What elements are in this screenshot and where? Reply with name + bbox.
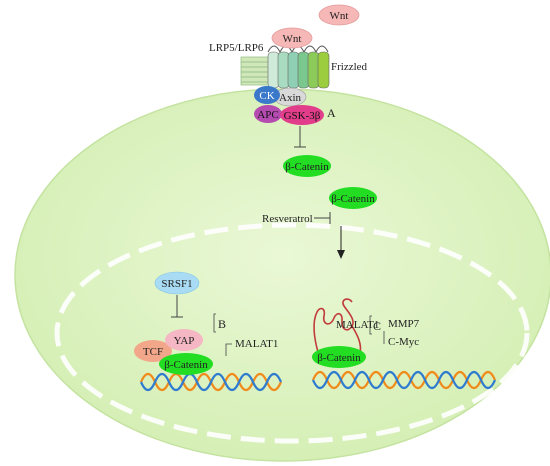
cmyc-label: C-Myc	[388, 336, 419, 348]
malat1-b-label: MALAT1	[235, 338, 278, 350]
resveratrol-inhibition	[314, 212, 331, 224]
lrp-label: LRP5/LRP6	[209, 42, 264, 54]
panel-b-label: B	[218, 317, 226, 331]
panel-b-bracket	[213, 313, 232, 356]
beta-catenin-cytoplasm-2: β-Catenin	[329, 187, 377, 209]
translocation-arrow	[337, 226, 345, 259]
dna-helix-c	[311, 370, 497, 390]
inhibition-arrow-a	[294, 126, 306, 148]
dna-strand-2	[139, 372, 283, 392]
wnt-free-label: Wnt	[330, 10, 349, 22]
beta-catenin-cytoplasm-1: β-Catenin	[283, 155, 331, 177]
panel-a-label: A	[327, 106, 336, 120]
srsf1-inhibition	[171, 295, 183, 318]
beta-catenin-label: β-Catenin	[331, 193, 375, 205]
axin-label: Axin	[279, 92, 302, 104]
apc-label: APC	[257, 109, 278, 121]
beta-catenin-nucleus-c: β-Catenin	[312, 346, 366, 368]
frizzled-receptor	[267, 45, 330, 89]
lrp-coreceptor	[240, 56, 270, 86]
ck-label: CK	[259, 90, 274, 102]
wnt-bound: Wnt	[271, 27, 313, 49]
resveratrol-label: Resveratrol	[262, 213, 313, 225]
beta-catenin-label: β-Catenin	[285, 161, 329, 173]
panel-c-label: C	[373, 319, 381, 333]
srsf1-protein: SRSF1	[154, 271, 200, 295]
yap-protein: YAP	[165, 329, 203, 351]
tcf-protein: TCF	[134, 340, 172, 362]
beta-catenin-label: β-Catenin	[317, 352, 361, 364]
yap-label: YAP	[174, 335, 195, 347]
srsf1-label: SRSF1	[161, 278, 192, 290]
dna-helix-b	[139, 372, 283, 392]
malat1-c-label: MALAT1	[336, 319, 379, 331]
gsk-label: GSK-3β	[284, 110, 321, 122]
frizzled-label: Frizzled	[331, 61, 368, 73]
beta-catenin-label: β-Catenin	[164, 359, 208, 371]
dna-strand-2	[311, 370, 497, 390]
panel-c-bracket	[369, 315, 385, 344]
tcf-label: TCF	[143, 346, 163, 358]
nucleus-envelope	[54, 222, 530, 444]
mmp7-label: MMP7	[388, 318, 420, 330]
dna-strand-1	[311, 370, 497, 390]
wnt-free: Wnt	[318, 4, 360, 26]
beta-catenin-nucleus-b: β-Catenin	[159, 353, 213, 375]
wnt-bound-label: Wnt	[283, 33, 302, 45]
destruction-complex: Axin CK APC GSK-3β	[254, 86, 324, 125]
